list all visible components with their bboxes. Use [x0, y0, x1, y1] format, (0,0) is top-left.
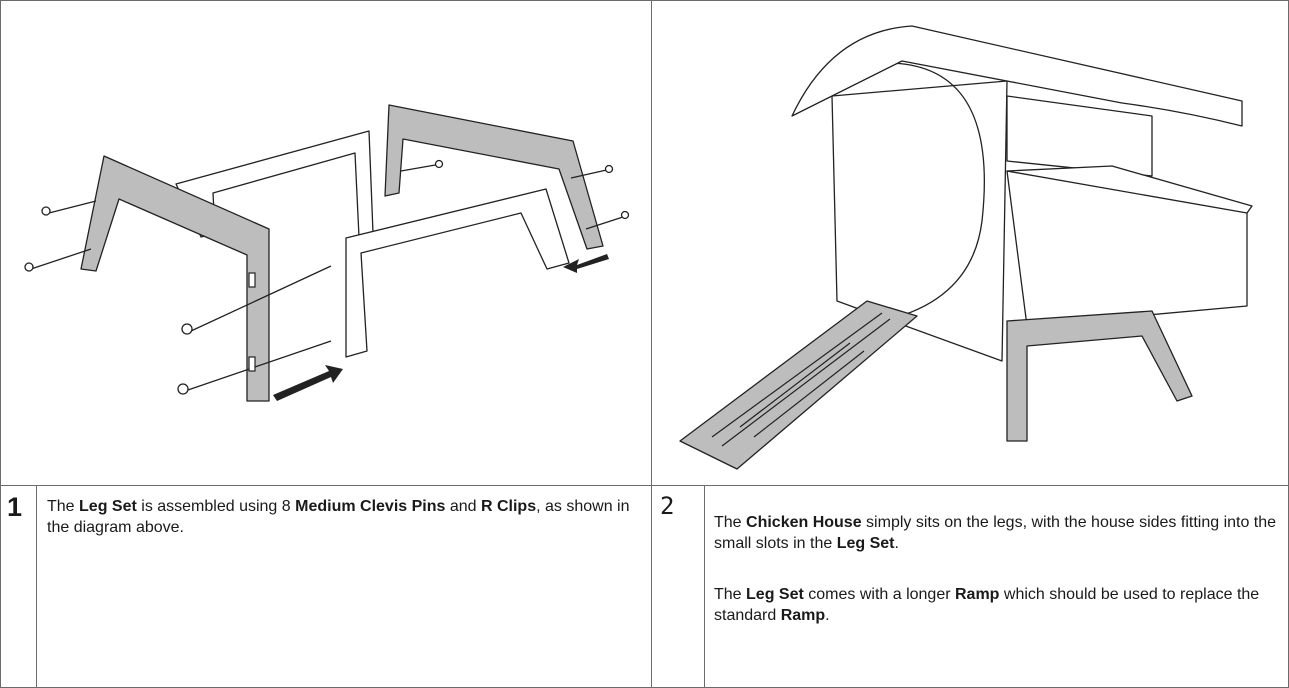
- leg-set-diagram: [24, 104, 630, 402]
- back-gray-leg: [384, 104, 604, 250]
- step-2-cell: 2 The Chicken House simply sits on the l…: [651, 485, 1289, 688]
- front-frame-panel: [345, 188, 570, 358]
- roof: [791, 25, 1243, 127]
- right-leg: [1006, 310, 1193, 442]
- step-1-cell: 1 The Leg Set is assembled using 8 Mediu…: [0, 485, 652, 688]
- step-1-text: The Leg Set is assembled using 8 Medium …: [47, 498, 630, 536]
- leg-set-assembly-figure: [0, 0, 652, 486]
- step-2-text: The Chicken House simply sits on the leg…: [714, 514, 1277, 624]
- clevis-pin-icons: [24, 159, 630, 395]
- step-2-number: 2: [652, 486, 705, 687]
- chicken-house-figure: [651, 0, 1289, 486]
- arrow-right-icon: [273, 365, 343, 401]
- house-side: [831, 80, 1008, 362]
- chicken-house-diagram: [679, 25, 1253, 470]
- door-arc: [851, 62, 985, 322]
- front-gray-leg: [80, 155, 270, 402]
- arrow-left-icon: [563, 254, 609, 273]
- step-1-number: 1: [1, 486, 37, 687]
